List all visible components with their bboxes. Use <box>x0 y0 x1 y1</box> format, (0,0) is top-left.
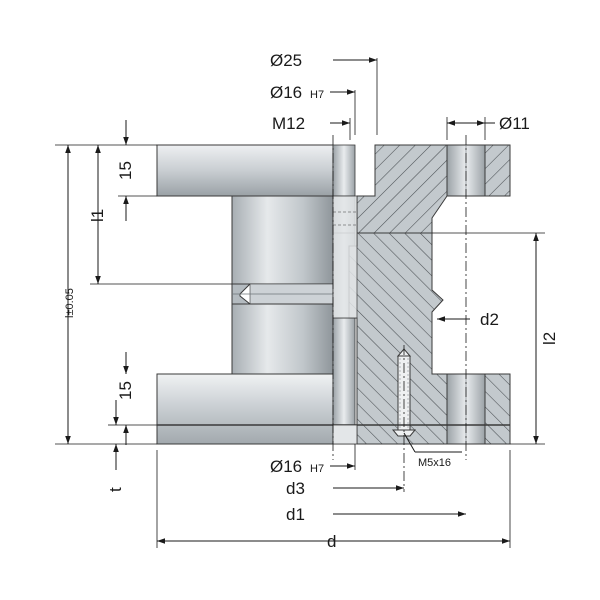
bottom-bore-section <box>332 424 358 445</box>
labels: Ø25 Ø16 H7 M12 Ø11 d2 l2 l1 l±0.05 15 15… <box>64 51 559 551</box>
label-d16-top: Ø16 <box>270 83 302 102</box>
label-m5x16: M5x16 <box>418 457 451 469</box>
label-d16-top-tol: H7 <box>310 89 324 101</box>
label-t: t <box>106 487 125 492</box>
label-15-bottom: 15 <box>116 381 135 400</box>
upper-right-flange <box>484 144 511 197</box>
label-m12: M12 <box>272 114 305 133</box>
label-l2: l2 <box>540 332 559 345</box>
bottom-flange-exterior <box>156 373 334 445</box>
label-d16-bottom: Ø16 <box>270 457 302 476</box>
label-l-tol: l±0.05 <box>64 288 76 318</box>
lower-section-body <box>348 232 511 445</box>
top-flange-exterior <box>156 144 334 197</box>
upper-hub-exterior <box>231 195 334 285</box>
label-d2: d2 <box>480 310 499 329</box>
section-view <box>332 144 511 445</box>
label-d16-bottom-tol: H7 <box>310 463 324 475</box>
center-bore-section <box>332 195 358 319</box>
label-d: d <box>327 532 336 551</box>
label-d1: d1 <box>286 505 305 524</box>
upper-section-body <box>356 144 448 234</box>
lower-hub-exterior <box>231 303 334 375</box>
dimensions <box>55 57 545 548</box>
label-d25: Ø25 <box>270 51 302 70</box>
label-l1: l1 <box>88 209 107 222</box>
exterior-view <box>156 144 356 445</box>
label-d3: d3 <box>286 479 305 498</box>
label-d11: Ø11 <box>499 114 530 133</box>
label-15-top: 15 <box>116 161 135 180</box>
